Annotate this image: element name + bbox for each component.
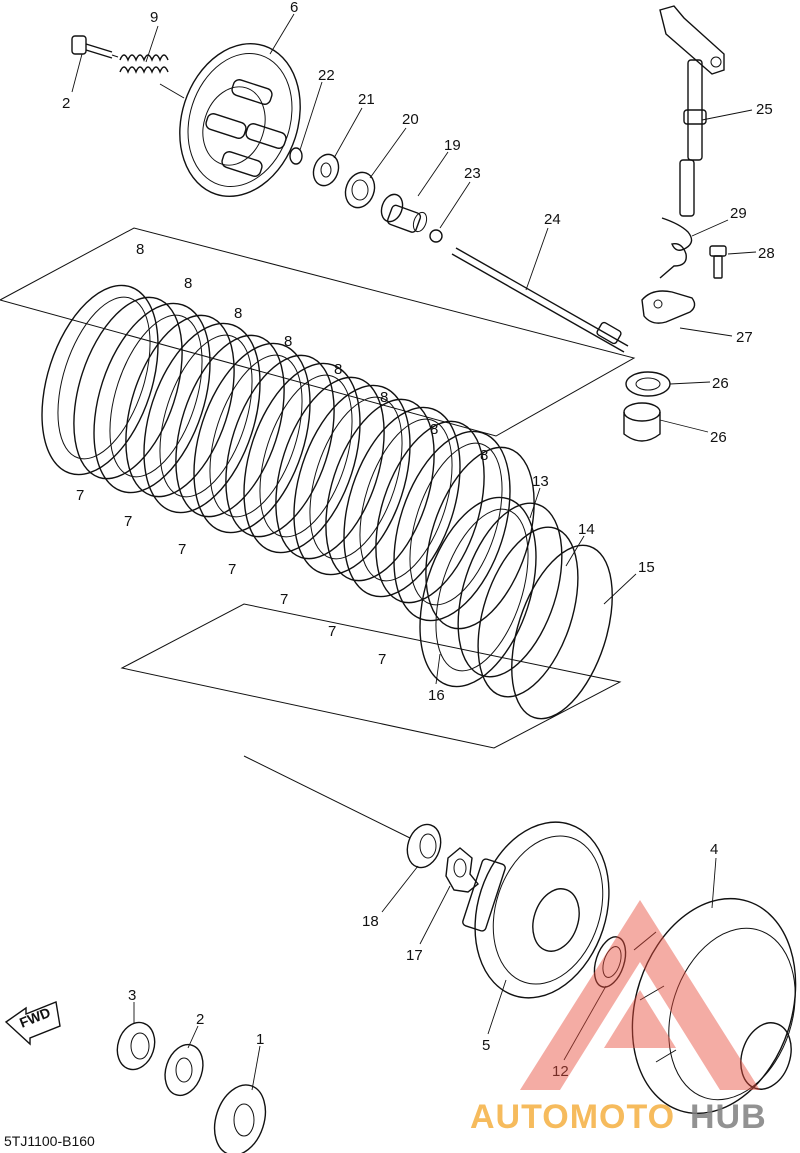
callout-8h: 8 bbox=[480, 447, 488, 464]
callout-7a: 7 bbox=[76, 487, 84, 504]
thrust-washer bbox=[164, 1043, 204, 1097]
circlip bbox=[289, 147, 303, 165]
callout-28: 28 bbox=[758, 245, 775, 262]
steel-plate-8-5 bbox=[275, 376, 385, 560]
fwd-arrow-icon: FWD bbox=[4, 1001, 61, 1046]
callout-17: 18 bbox=[362, 913, 379, 930]
callout-1: 1 bbox=[256, 1031, 264, 1048]
bearing bbox=[344, 171, 376, 209]
friction-plate-7-1 bbox=[41, 284, 159, 476]
callout-23: 24 bbox=[544, 211, 561, 228]
steel-plate-8-8 bbox=[425, 446, 535, 630]
lock-nut bbox=[406, 823, 442, 869]
callout-2: 2 bbox=[196, 1011, 204, 1028]
fwd-label: FWD bbox=[17, 1004, 53, 1031]
steel-ball bbox=[429, 229, 443, 243]
plate-group-guide-box bbox=[0, 227, 636, 437]
friction-plate-7-3 bbox=[143, 322, 261, 514]
oil-seal bbox=[625, 371, 671, 397]
steel-plate-8-7 bbox=[375, 420, 485, 604]
callout-24: 25 bbox=[756, 101, 773, 118]
steel-plate-8-3 bbox=[175, 334, 285, 518]
leader-lines bbox=[71, 13, 757, 1091]
wire-ring-14 bbox=[511, 544, 613, 720]
push-lever-shaft bbox=[659, 5, 725, 217]
friction-plate-7-8 bbox=[393, 430, 511, 622]
callout-7f: 7 bbox=[328, 623, 336, 640]
callout-11: 12 bbox=[552, 1063, 569, 1080]
callout-14: 15 bbox=[638, 559, 655, 576]
callout-29: 29 bbox=[730, 205, 747, 222]
friction-plate-7-6 bbox=[293, 384, 411, 576]
clutch-spring bbox=[119, 54, 185, 99]
lock-plate bbox=[641, 290, 696, 324]
callout-8f: 8 bbox=[380, 389, 388, 406]
steel-plate-8-4 bbox=[225, 354, 335, 538]
callout-4: 4 bbox=[710, 841, 718, 858]
steel-plate-8-1 bbox=[73, 296, 183, 480]
callout-labels: 2 9 6 22 21 20 19 23 24 25 29 28 27 26 2… bbox=[62, 0, 775, 1080]
callout-25: 26 bbox=[710, 429, 727, 446]
friction-plate-7-4 bbox=[193, 342, 311, 534]
callout-10: 2 bbox=[62, 95, 70, 112]
bushing bbox=[623, 402, 661, 442]
washer bbox=[312, 153, 340, 187]
callout-8e: 8 bbox=[334, 361, 342, 378]
callout-19: 20 bbox=[402, 111, 419, 128]
callout-6: 6 bbox=[290, 0, 298, 16]
callout-18: 19 bbox=[444, 137, 461, 154]
clutch-bolt bbox=[71, 35, 119, 59]
callout-8a: 8 bbox=[136, 241, 144, 258]
callout-7b: 7 bbox=[124, 513, 132, 530]
callout-8c: 8 bbox=[234, 305, 242, 322]
watermark: AUTOMOTO HUB bbox=[470, 900, 767, 1136]
diagram-code: 5TJ1100-B160 bbox=[4, 1133, 95, 1149]
clutch-boss bbox=[462, 821, 610, 999]
lower-plate-group-guide-box bbox=[120, 603, 622, 749]
friction-plate-7-5 bbox=[243, 362, 361, 554]
callout-15: 16 bbox=[428, 687, 445, 704]
wire-ring-13 bbox=[477, 526, 579, 698]
callout-8b: 8 bbox=[184, 275, 192, 292]
hub-axis-guide bbox=[243, 755, 411, 839]
steel-plate-8-2 bbox=[125, 314, 235, 498]
friction-plate-7-7 bbox=[343, 406, 461, 598]
callout-7d: 7 bbox=[228, 561, 236, 578]
callout-7g: 7 bbox=[378, 651, 386, 668]
watermark-text-left: AUTOMOTO bbox=[470, 1098, 675, 1136]
watermark-text-right: HUB bbox=[690, 1098, 767, 1136]
push-rod-piece bbox=[380, 193, 428, 233]
friction-plate-15 bbox=[419, 496, 537, 688]
callout-8d: 8 bbox=[284, 333, 292, 350]
callout-9: 9 bbox=[150, 9, 158, 26]
friction-plate-7-2 bbox=[93, 302, 211, 494]
watermark-logo-icon bbox=[520, 900, 760, 1090]
callout-8g: 8 bbox=[430, 421, 438, 438]
lock-washer bbox=[445, 847, 479, 893]
callout-22: 23 bbox=[464, 165, 481, 182]
callout-7e: 7 bbox=[280, 591, 288, 608]
callout-12: 13 bbox=[532, 473, 549, 490]
spacer-3 bbox=[116, 1021, 156, 1071]
callout-7c: 7 bbox=[178, 541, 186, 558]
callout-27: 27 bbox=[736, 329, 753, 346]
lever-bolt bbox=[709, 245, 727, 279]
gear-1 bbox=[213, 1084, 267, 1153]
callout-13: 14 bbox=[578, 521, 595, 538]
steel-plate-8-6 bbox=[325, 398, 435, 582]
callout-20: 21 bbox=[358, 91, 375, 108]
callout-21: 22 bbox=[318, 67, 335, 84]
callout-5: 5 bbox=[482, 1037, 490, 1054]
callout-3: 3 bbox=[128, 987, 136, 1004]
callout-16: 17 bbox=[406, 947, 423, 964]
callout-26: 26 bbox=[712, 375, 729, 392]
spacer-11 bbox=[593, 936, 627, 988]
push-rod bbox=[451, 247, 629, 353]
primary-driven-gear bbox=[631, 897, 797, 1115]
return-spring bbox=[659, 217, 693, 279]
pressure-plate bbox=[179, 42, 301, 198]
